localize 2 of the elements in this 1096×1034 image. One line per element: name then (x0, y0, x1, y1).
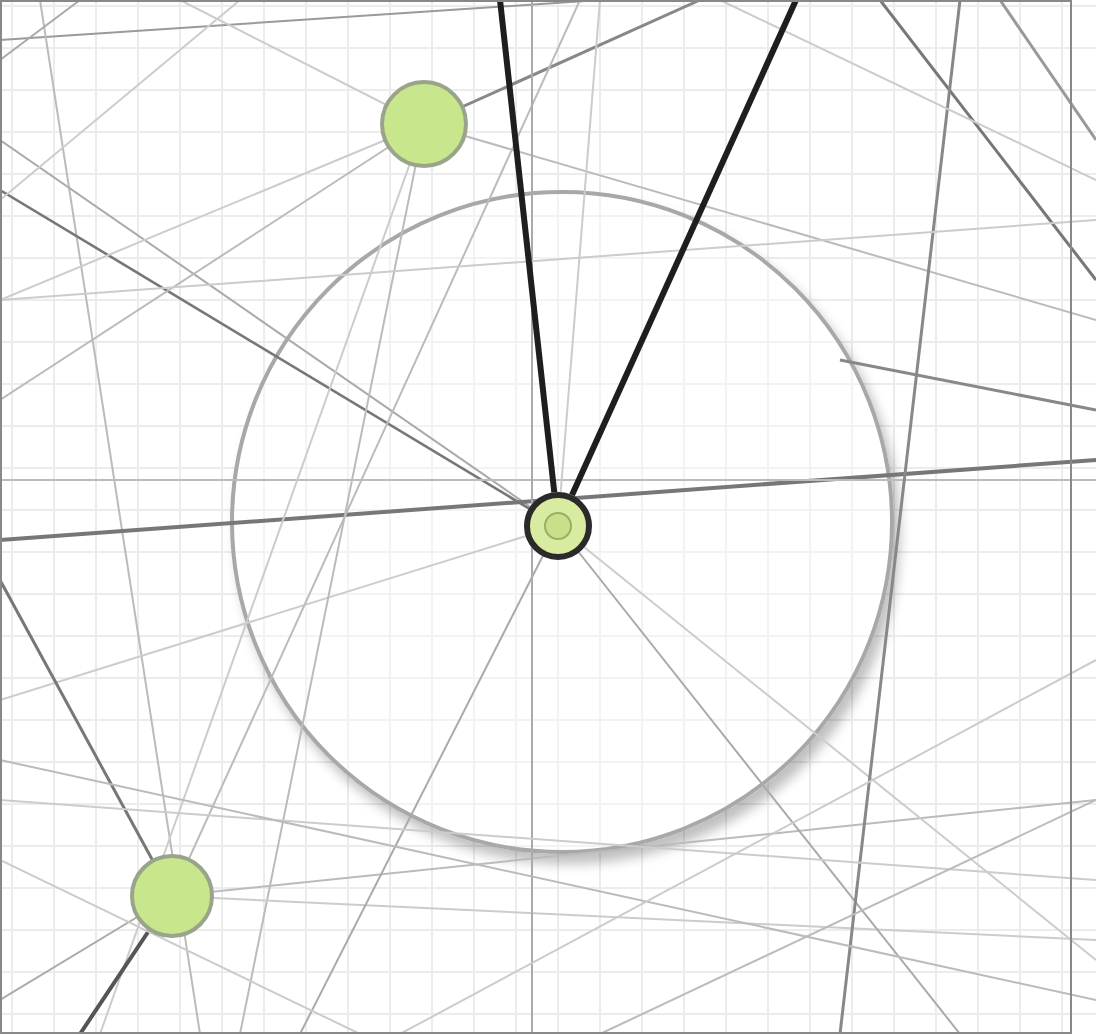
connector-line (497, 0, 558, 493)
connector-line (569, 0, 799, 497)
